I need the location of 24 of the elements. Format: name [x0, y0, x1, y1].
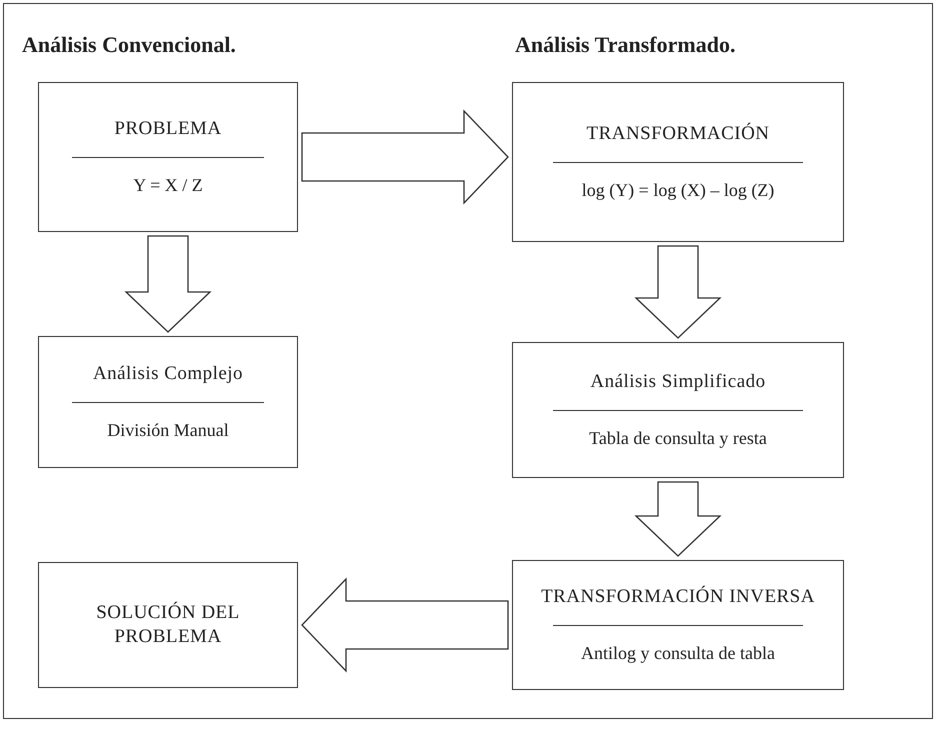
box-heading: TRANSFORMACIÓN INVERSA — [541, 585, 815, 610]
process-box — [38, 336, 298, 468]
process-box — [512, 342, 844, 478]
box-heading: PROBLEMA — [114, 117, 222, 142]
column-heading: Análisis Convencional. — [22, 31, 236, 59]
block-arrow — [634, 481, 722, 557]
box-body: Tabla de consulta y resta — [589, 427, 767, 450]
box-body: log (Y) = log (X) – log (Z) — [582, 179, 774, 202]
block-arrow — [634, 245, 722, 339]
process-box — [38, 562, 298, 688]
box-heading: SOLUCIÓN DEL PROBLEMA — [95, 601, 241, 649]
column-heading: Análisis Transformado. — [515, 31, 736, 59]
box-heading: TRANSFORMACIÓN — [586, 122, 770, 146]
box-body: Y = X / Z — [133, 174, 203, 197]
process-box — [512, 560, 844, 690]
process-box — [512, 82, 844, 242]
block-arrow — [301, 109, 509, 205]
box-heading: Análisis Simplificado — [590, 370, 766, 394]
process-box — [38, 82, 298, 232]
box-heading: Análisis Complejo — [92, 362, 244, 386]
box-body: Antilog y consulta de tabla — [581, 642, 775, 665]
box-body: División Manual — [107, 419, 229, 442]
block-arrow — [124, 235, 212, 333]
block-arrow — [301, 577, 509, 673]
